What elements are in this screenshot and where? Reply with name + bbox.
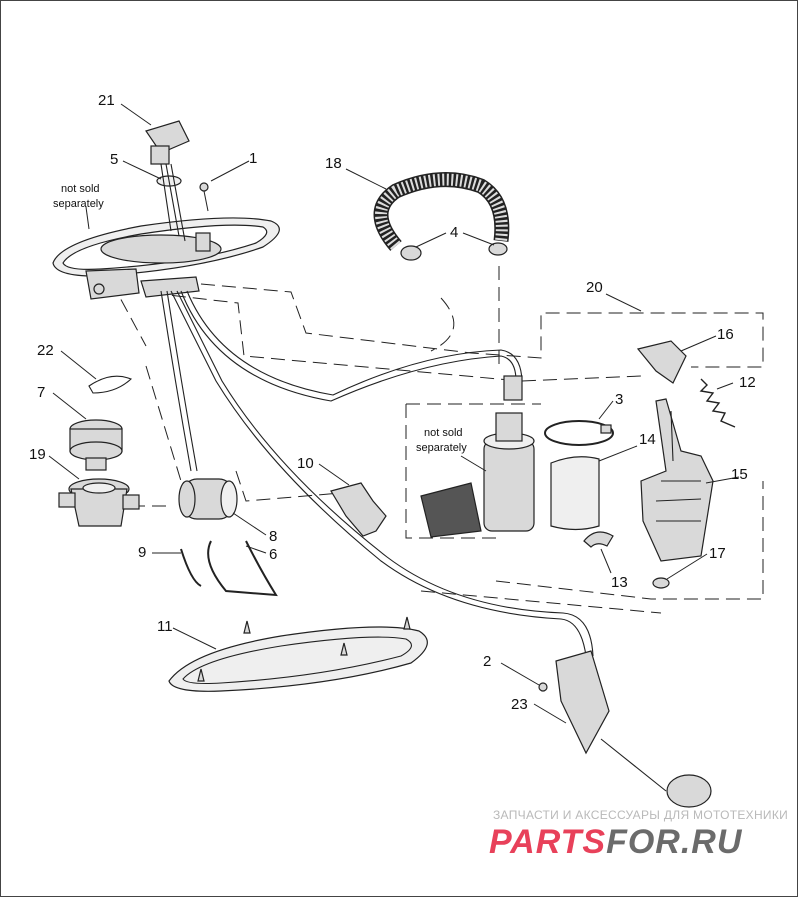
hose-9 [180, 548, 202, 587]
grommet-17 [652, 577, 670, 589]
outline-upper [200, 283, 764, 368]
callout-6: 6 [269, 546, 277, 563]
clip-22 [88, 375, 133, 394]
callout-7: 7 [37, 384, 45, 401]
callout-labels: 21 5 1 18 4 20 16 22 3 7 12 19 14 10 15 … [29, 92, 756, 713]
pressure-regulator-7 [69, 419, 123, 471]
callout-11: 11 [157, 618, 173, 635]
fuel-pump-top-plate [52, 217, 280, 300]
callout-14: 14 [639, 431, 656, 448]
bracket-10 [330, 482, 387, 537]
callout-4: 4 [450, 224, 458, 241]
callout-19: 19 [29, 446, 46, 463]
callout-20: 20 [586, 279, 603, 296]
fuel-lines [160, 290, 594, 657]
outline-low [136, 505, 662, 614]
watermark-brand: PARTSFOR.RU [489, 823, 743, 861]
callout-21: 21 [98, 92, 115, 109]
callout-15: 15 [731, 466, 748, 483]
strap-3 [544, 420, 614, 446]
callout-16: 16 [717, 326, 734, 343]
outline-mid [150, 292, 642, 382]
callout-17: 17 [709, 545, 726, 562]
float-arm-16 [636, 340, 687, 384]
regulator-housing-19 [58, 478, 140, 527]
electrical-connector-21 [145, 120, 190, 242]
spring-12 [699, 378, 736, 428]
callout-12: 12 [739, 374, 756, 391]
callout-5: 5 [110, 151, 118, 168]
note-line-1: not sold [424, 427, 463, 439]
wire-clamp-6 [207, 540, 278, 597]
corrugated-hose-18 [373, 172, 510, 261]
note-not-sold-pump: not sold separately [416, 427, 467, 454]
watermark-subtitle: ЗАПЧАСТИ И АКСЕССУАРЫ ДЛЯ МОТОТЕХНИКИ [493, 808, 788, 822]
fuel-pump [420, 375, 535, 538]
watermark: ЗАПЧАСТИ И АКСЕССУАРЫ ДЛЯ МОТОТЕХНИКИ PA… [489, 808, 788, 861]
note-line-2: separately [416, 442, 467, 454]
screw-1 [199, 182, 209, 212]
watermark-brand-a: PARTS [489, 823, 606, 861]
callout-8: 8 [269, 528, 277, 545]
note-line-1: not sold [61, 183, 100, 195]
gasket-11 [168, 616, 428, 692]
callout-2: 2 [483, 653, 491, 670]
sender-unit-23 [538, 650, 712, 808]
note-not-sold-top: not sold separately [53, 183, 104, 210]
leader-lines [48, 103, 740, 724]
level-sender-15 [640, 398, 714, 562]
outline-pump [405, 403, 764, 600]
callout-23: 23 [511, 696, 528, 713]
pump-sleeve-14 [550, 456, 600, 531]
callout-9: 9 [138, 544, 146, 561]
outline-hose [430, 266, 500, 371]
callout-3: 3 [615, 391, 623, 408]
watermark-brand-b: FOR.RU [606, 823, 743, 861]
callout-13: 13 [611, 574, 628, 591]
callout-10: 10 [297, 455, 314, 472]
fuel-filter-8 [178, 478, 238, 520]
callout-18: 18 [325, 155, 342, 172]
assembly-outlines [110, 266, 764, 614]
callout-1: 1 [249, 150, 257, 167]
retainer-13 [583, 531, 614, 548]
callout-22: 22 [37, 342, 54, 359]
note-line-2: separately [53, 198, 104, 210]
